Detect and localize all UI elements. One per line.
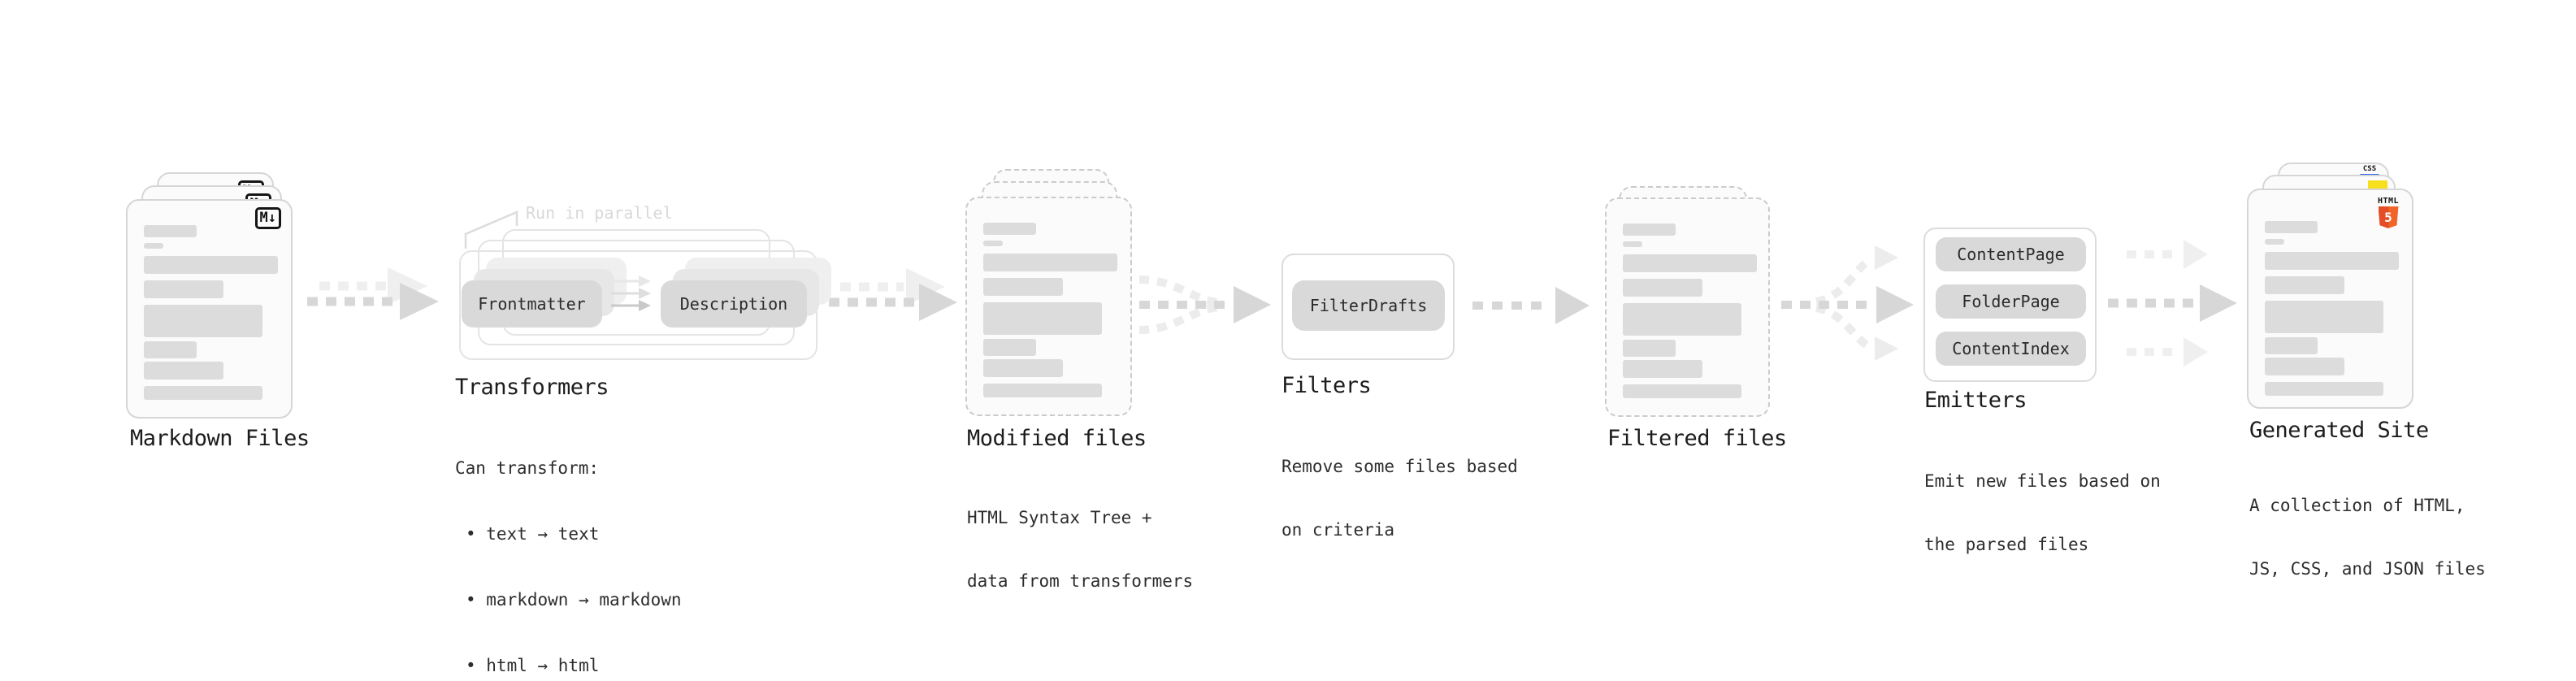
description-line: JS, CSS, and JSON files [2249, 559, 2486, 579]
markdown-files-label: Markdown Files [130, 426, 310, 451]
text-placeholder-bar [983, 254, 1117, 271]
text-placeholder-bar [2265, 276, 2344, 294]
description-line: Can transform: [455, 458, 600, 478]
js-icon [2368, 180, 2387, 190]
text-placeholder-bar [2265, 239, 2284, 245]
filters-box [1281, 254, 1455, 360]
arrow-filtered-to-emitters [1781, 245, 1914, 361]
filtered-files-label: Filtered files [1607, 426, 1787, 451]
description-pill: Description [661, 280, 807, 327]
file-card: M↓ [126, 199, 293, 419]
arrow-modified-to-filters [1138, 275, 1271, 334]
text-placeholder-bar [983, 384, 1102, 397]
modified-files-description: HTML Syntax Tree + data from transformer… [967, 465, 1193, 634]
text-placeholder-bar [983, 223, 1036, 235]
text-placeholder-bar [2265, 252, 2399, 270]
contentpage-pill: ContentPage [1936, 237, 2086, 271]
run-in-parallel-annotation: Run in parallel [526, 203, 673, 223]
contentindex-pill: ContentIndex [1936, 332, 2086, 366]
text-placeholder-bar [983, 339, 1036, 356]
emitters-box [1923, 228, 2097, 382]
text-placeholder-bar [2265, 382, 2383, 396]
text-placeholder-bar [1623, 360, 1702, 378]
text-placeholder-bar [144, 386, 262, 400]
arrow-markdown-to-transformers [307, 267, 439, 320]
description-line: the parsed files [1924, 535, 2089, 554]
text-placeholder-bar [1623, 279, 1702, 297]
text-placeholder-bar [144, 341, 197, 358]
html5-icon: HTML 5 [2377, 197, 2400, 228]
text-placeholder-bar [1623, 254, 1757, 272]
text-placeholder-bar [144, 225, 197, 237]
arrow-transformers-to-modified [829, 268, 957, 321]
text-placeholder-bar [2265, 221, 2318, 233]
text-placeholder-bar [2265, 358, 2344, 375]
text-placeholder-bar [983, 241, 1003, 246]
text-placeholder-bar [2265, 337, 2318, 354]
description-line: Emit new files based on [1924, 471, 2161, 491]
text-placeholder-bar [2265, 301, 2383, 333]
generated-site-label: Generated Site [2249, 418, 2429, 443]
filters-label: Filters [1281, 373, 1372, 398]
frontmatter-pill: Frontmatter [462, 280, 602, 327]
file-card [965, 197, 1132, 416]
text-placeholder-bar [1623, 241, 1642, 247]
arrow-emitters-to-generated [2108, 240, 2237, 367]
text-placeholder-bar [144, 362, 223, 380]
arrow-filters-to-filtered [1472, 287, 1589, 324]
text-placeholder-bar [144, 280, 223, 298]
description-line: HTML Syntax Tree + [967, 508, 1152, 527]
description-line: A collection of HTML, [2249, 496, 2465, 515]
text-placeholder-bar [1623, 384, 1741, 398]
emitters-description: Emit new files based on the parsed files [1924, 428, 2161, 597]
run-in-parallel-leader-line [464, 210, 518, 249]
text-placeholder-bar [1623, 303, 1741, 336]
file-card [1605, 197, 1770, 417]
description-line: on criteria [1281, 520, 1395, 540]
description-line: • text → text [466, 524, 600, 544]
transformers-label: Transformers [455, 375, 609, 400]
description-line: data from transformers [967, 571, 1194, 591]
text-placeholder-bar [983, 302, 1102, 335]
description-line: • html → html [466, 656, 600, 675]
description-line: Remove some files based [1281, 457, 1518, 476]
transformer-pill-arrows [611, 275, 651, 311]
modified-files-label: Modified files [967, 426, 1147, 451]
generated-site-description: A collection of HTML, JS, CSS, and JSON … [2249, 453, 2486, 622]
text-placeholder-bar [144, 243, 163, 249]
emitters-label: Emitters [1924, 388, 2027, 413]
description-line: • markdown → markdown [466, 590, 682, 609]
file-card: HTML 5 [2247, 189, 2413, 409]
text-placeholder-bar [144, 256, 278, 274]
filterdrafts-pill: FilterDrafts [1292, 280, 1445, 331]
filters-description: Remove some files based on criteria [1281, 414, 1518, 583]
transformers-description: Can transform: • text → text • markdown … [455, 414, 682, 681]
folderpage-pill: FolderPage [1936, 284, 2086, 319]
text-placeholder-bar [1623, 223, 1676, 236]
text-placeholder-bar [983, 359, 1063, 377]
text-placeholder-bar [983, 278, 1063, 296]
markdown-icon: M↓ [254, 207, 281, 229]
text-placeholder-bar [1623, 340, 1676, 357]
text-placeholder-bar [144, 305, 262, 337]
